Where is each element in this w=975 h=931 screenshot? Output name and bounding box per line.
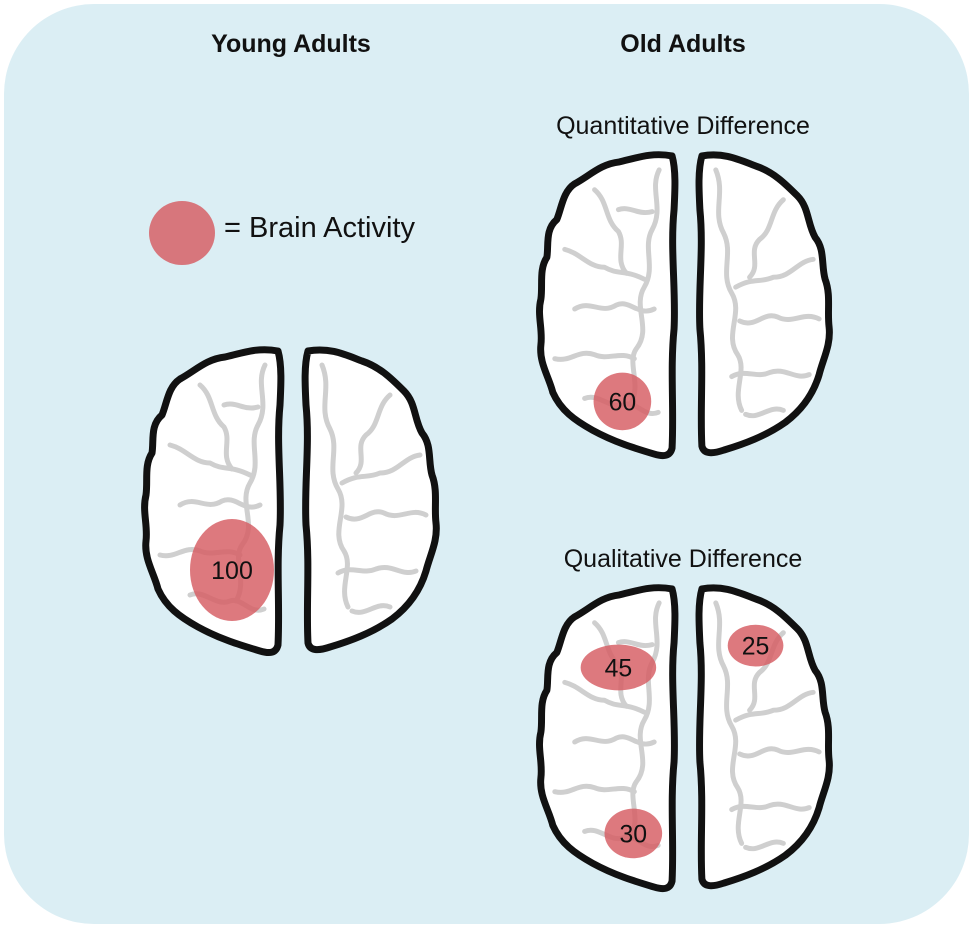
- qualitative-difference-label: Qualitative Difference: [563, 545, 803, 573]
- young-adults-heading: Young Adults: [211, 30, 371, 58]
- activity-value-label: 100: [211, 557, 253, 585]
- brain-activity-legend-marker: [149, 201, 215, 265]
- old-quantitative-brain: 60: [536, 151, 833, 460]
- activity-value-label: 45: [605, 655, 633, 682]
- old-qualitative-brain: 45 25 30: [536, 584, 833, 893]
- activity-region-45: 45: [580, 644, 657, 691]
- old-adults-heading: Old Adults: [620, 30, 746, 58]
- activity-region-100: 100: [190, 519, 274, 621]
- quantitative-difference-label: Quantitative Difference: [556, 112, 810, 140]
- legend: [149, 201, 215, 265]
- activity-region-60: 60: [593, 372, 652, 431]
- right-hemisphere: [695, 151, 833, 457]
- activity-value-label: 60: [609, 389, 637, 416]
- young-brain: 100: [141, 346, 440, 657]
- activity-value-label: 25: [742, 634, 770, 661]
- legend-label: = Brain Activity: [224, 212, 415, 244]
- activity-region-25: 25: [727, 624, 784, 667]
- activity-value-label: 30: [620, 821, 648, 848]
- right-hemisphere: [301, 346, 440, 654]
- right-hemisphere: [695, 584, 833, 890]
- activity-region-30: 30: [604, 808, 663, 859]
